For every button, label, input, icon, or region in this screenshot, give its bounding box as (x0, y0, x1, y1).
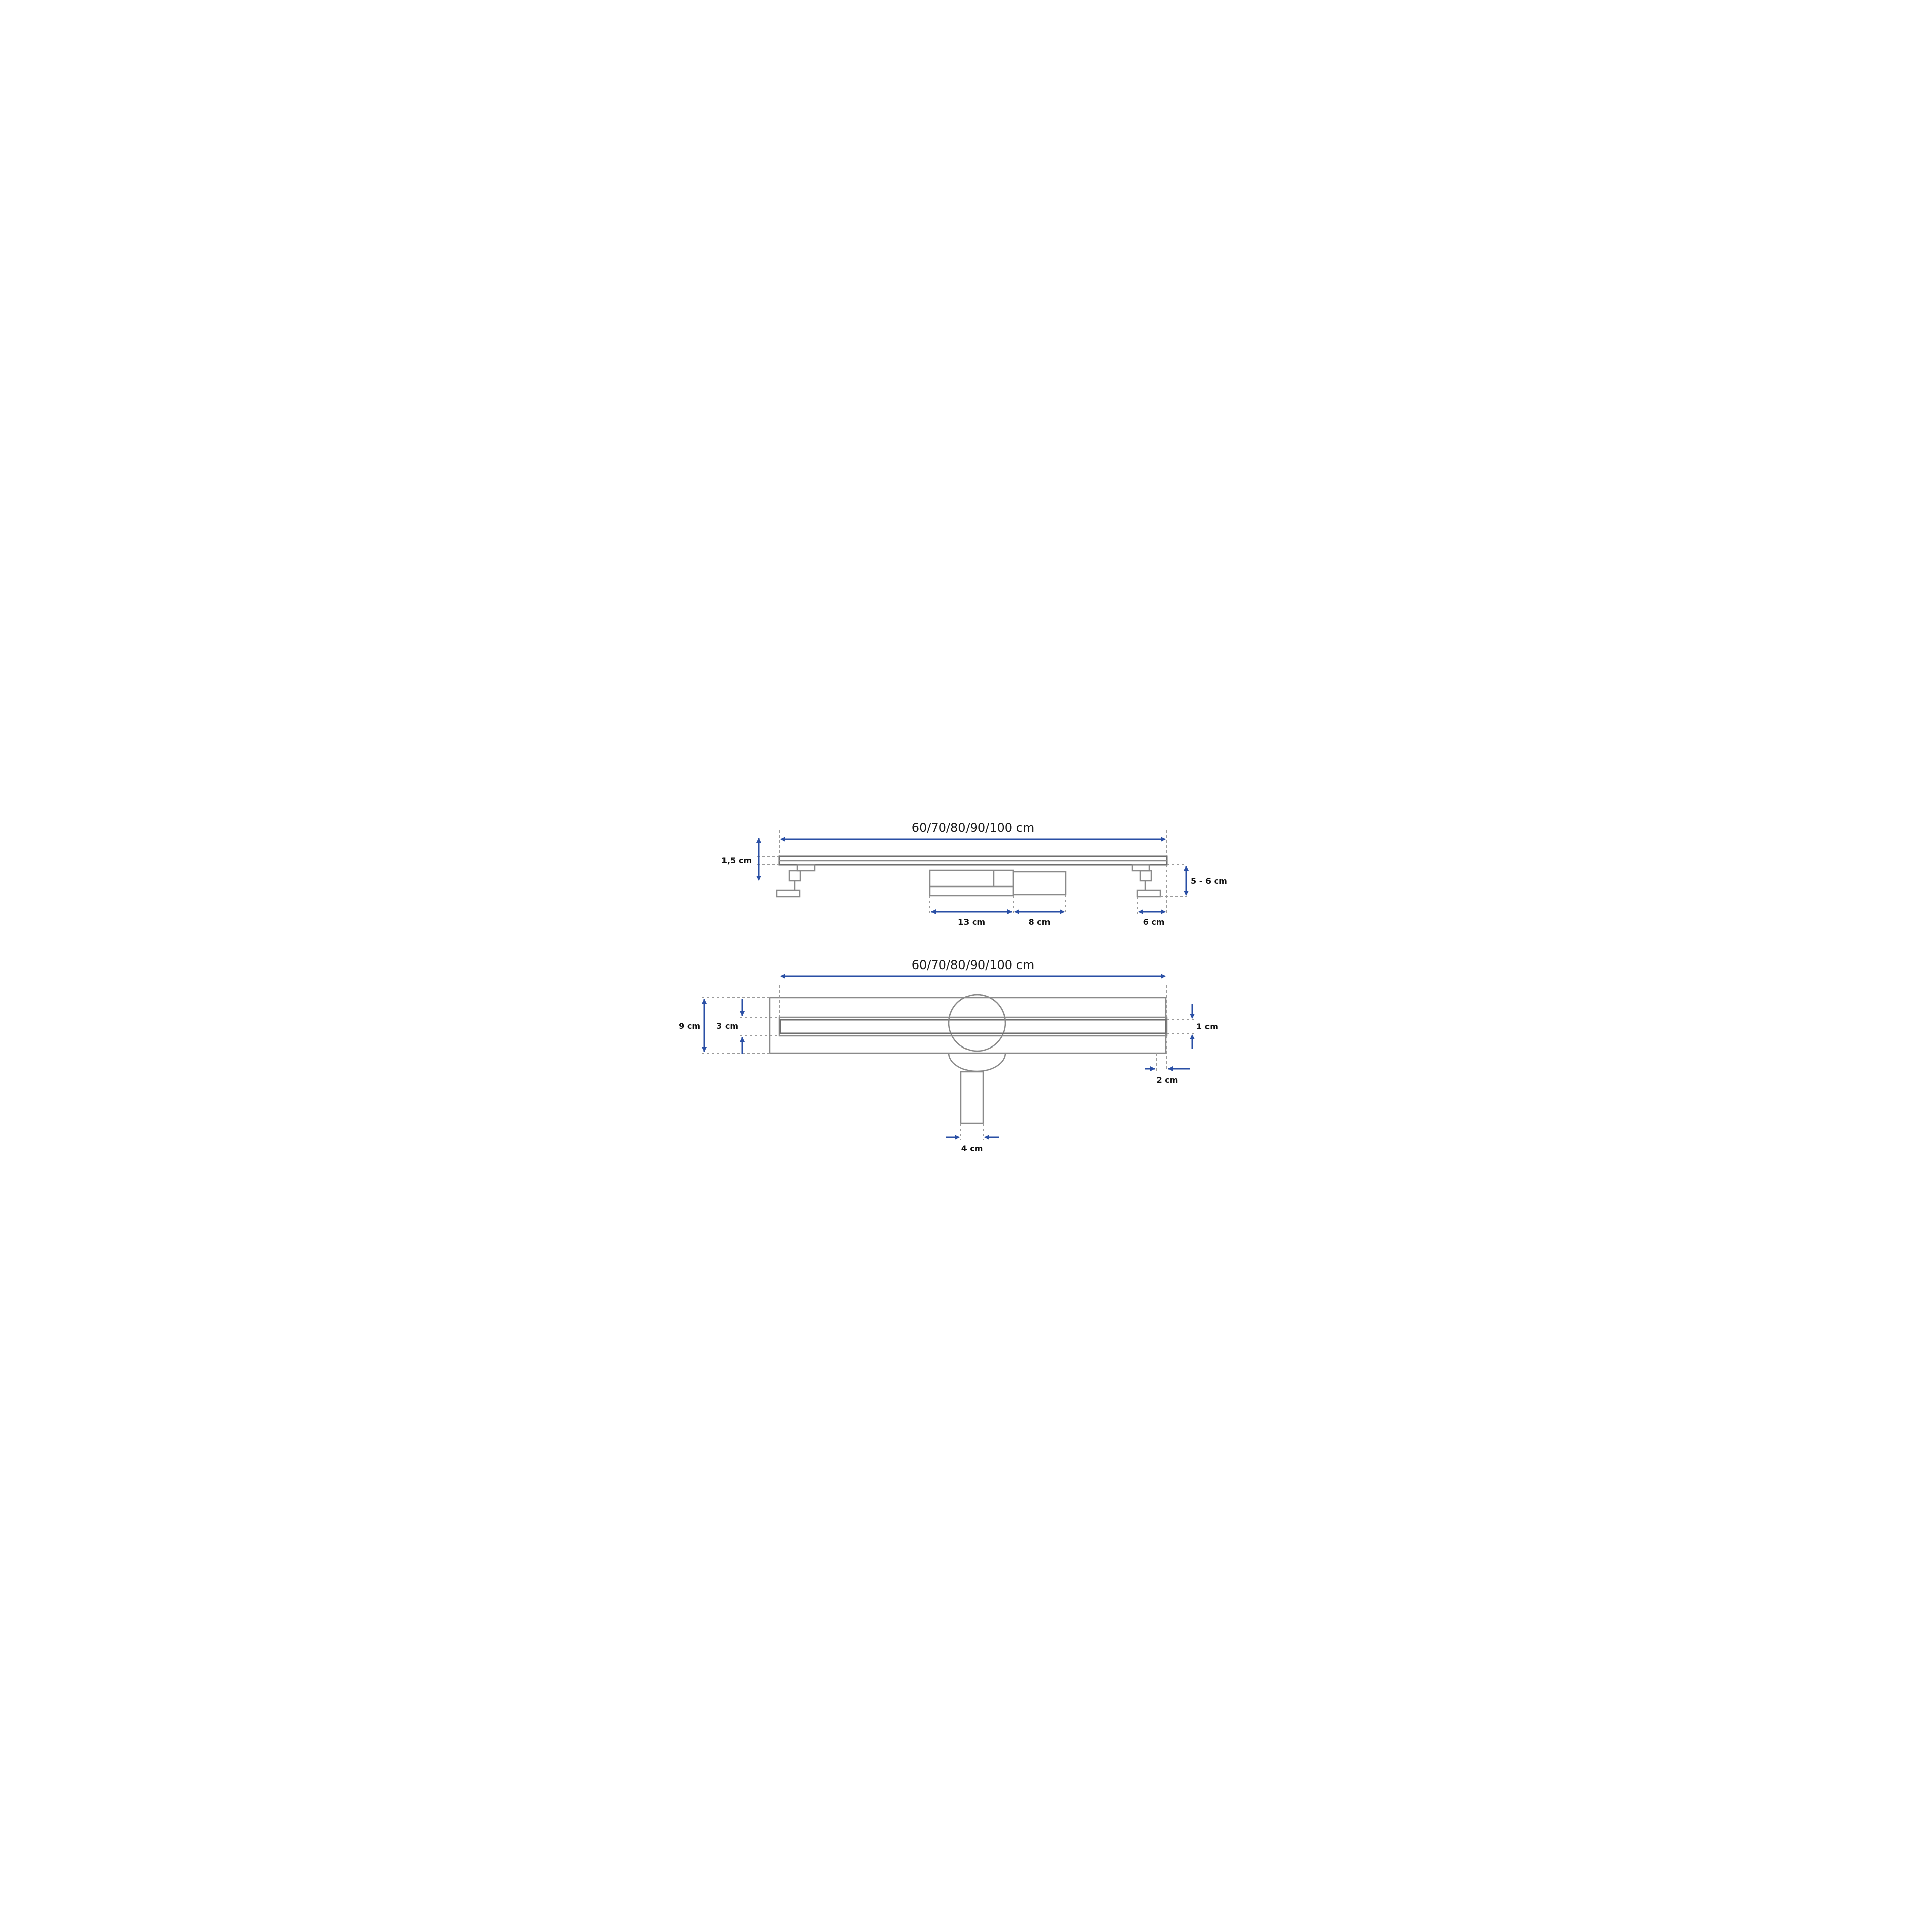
top-flange-arc-top (948, 994, 1006, 1023)
top-total-width-label: 9 cm (679, 1021, 700, 1031)
top-outlet-pipe (960, 1071, 984, 1124)
side-grate-height-label: 1,5 cm (721, 856, 752, 865)
side-outlet-width-label: 13 cm (958, 917, 985, 927)
side-guides (757, 830, 1187, 914)
top-channel-width-label: 3 cm (716, 1021, 738, 1031)
side-view: 60/70/80/90/100 cm 1,5 cm 5 - 6 cm 13 cm… (721, 821, 1227, 927)
top-grate-slot (779, 1019, 1167, 1034)
top-outer-frame (769, 997, 1167, 1054)
side-total-height-label: 5 - 6 cm (1191, 876, 1227, 886)
side-right-foot (1131, 864, 1161, 898)
top-end-margin-label: 2 cm (1157, 1075, 1178, 1085)
top-grate-slot-label: 1 cm (1196, 1022, 1218, 1031)
side-outlet-block (929, 869, 1067, 897)
top-length-label: 60/70/80/90/100 cm (912, 958, 1035, 972)
side-outlet-offset-label: 8 cm (1029, 917, 1051, 927)
top-pipe-diameter-label: 4 cm (961, 1144, 983, 1153)
top-guides (702, 985, 1195, 1140)
side-foot-width-label: 6 cm (1143, 917, 1165, 927)
top-flange-arc-bottom (948, 1053, 1006, 1072)
top-view: 60/70/80/90/100 cm 9 cm 3 cm 1 cm 2 cm 4… (679, 958, 1218, 1153)
top-channel (778, 1016, 1168, 1037)
side-left-foot (776, 864, 816, 898)
side-length-label: 60/70/80/90/100 cm (912, 821, 1035, 835)
